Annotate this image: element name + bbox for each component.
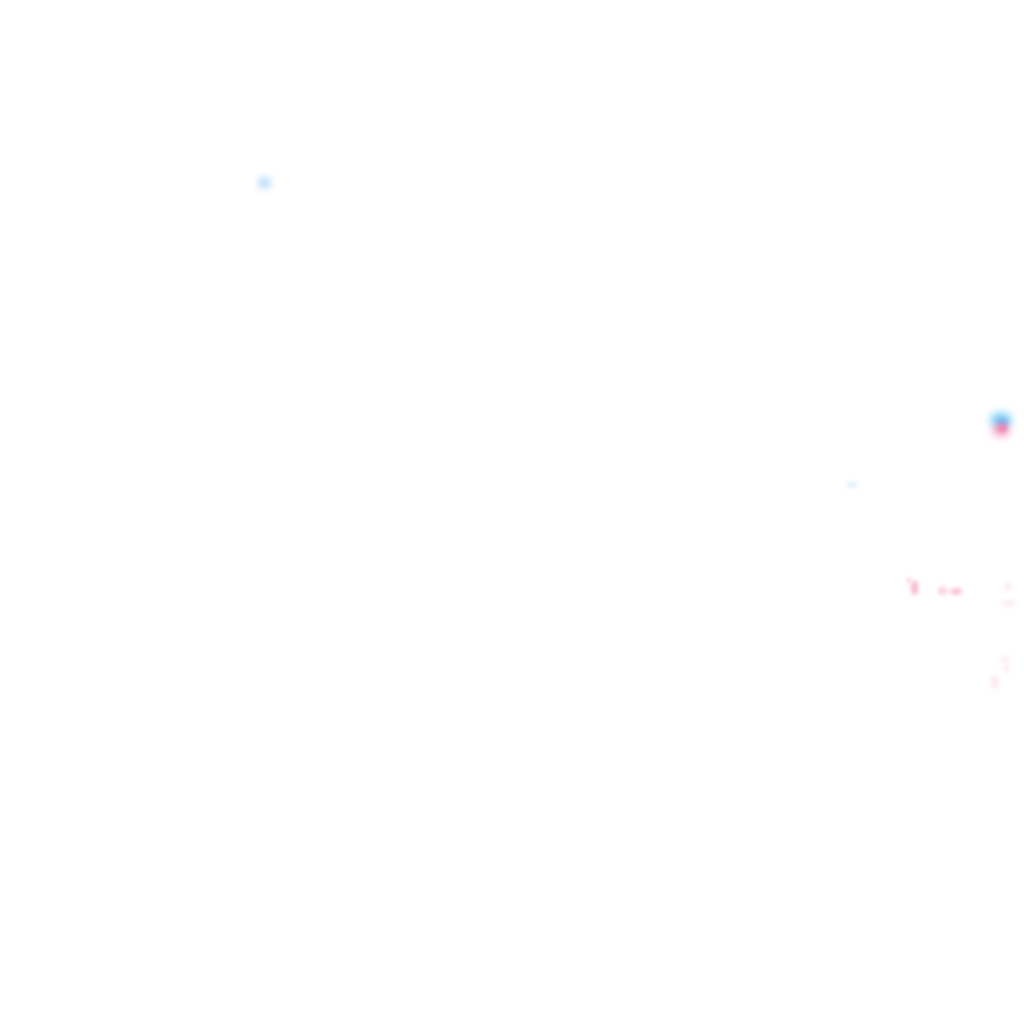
cyan-pink-blob — [986, 410, 1016, 442]
pink-dash-edge — [1001, 601, 1015, 606]
pink-tick-lower-right — [1004, 663, 1009, 673]
pink-highlight — [998, 425, 1007, 432]
pink-stroke-left — [911, 581, 918, 595]
light-blue-dot — [258, 177, 271, 189]
pink-drop-bottom — [991, 675, 998, 689]
pink-stroke-right — [950, 588, 962, 595]
faint-blue-speck — [846, 482, 858, 488]
pink-dash-lower-right — [999, 657, 1011, 662]
pink-tick-upper-left — [906, 578, 912, 583]
pink-stroke-mid — [938, 587, 947, 595]
pink-speck-edge-upper — [1005, 583, 1011, 591]
